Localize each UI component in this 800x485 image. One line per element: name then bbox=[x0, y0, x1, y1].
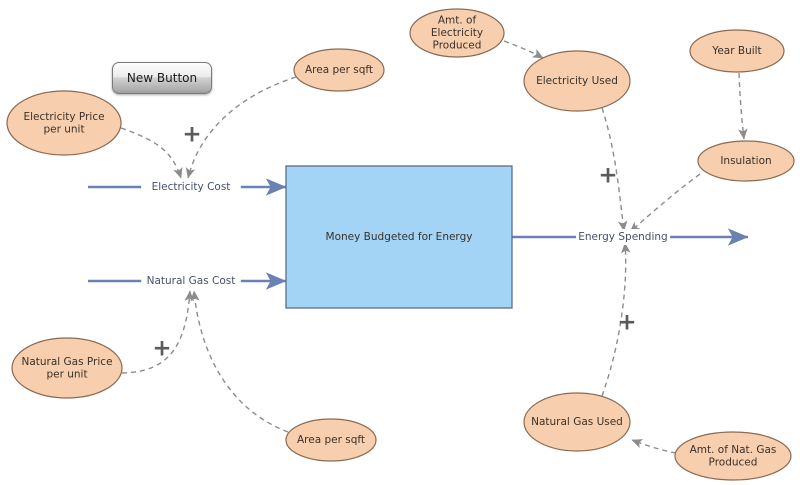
node-label-amt-of-electricity-produced: Electricity bbox=[431, 27, 483, 39]
node-label-natural-gas-price-per-unit: Natural Gas Price bbox=[21, 356, 112, 368]
influence-arrow-electricity-used-to-energy-spending[interactable] bbox=[601, 107, 628, 232]
influence-arrow-area-per-sqft-to-natural-gas-cost[interactable] bbox=[190, 290, 289, 433]
plus-natural-gas-used: + bbox=[617, 310, 636, 336]
node-area-per-sqft-top[interactable]: Area per sqft bbox=[293, 48, 385, 92]
flow-label-natural-gas-cost: Natural Gas Cost bbox=[147, 275, 236, 287]
flow-label-energy-spending: Energy Spending bbox=[578, 231, 667, 243]
process-node[interactable]: Money Budgeted for Energy bbox=[285, 165, 513, 309]
node-label-amt-of-electricity-produced: Produced bbox=[433, 40, 482, 52]
node-ellipse-amt-of-nat-gas-produced[interactable] bbox=[674, 431, 792, 481]
node-ellipse-amt-of-electricity-produced[interactable] bbox=[409, 8, 505, 58]
node-ellipse-natural-gas-price-per-unit[interactable] bbox=[11, 337, 123, 399]
node-label-area-per-sqft-bottom: Area per sqft bbox=[297, 434, 365, 446]
node-label-area-per-sqft-top: Area per sqft bbox=[305, 64, 373, 76]
flow-label-backdrop-electricity-cost bbox=[141, 179, 241, 195]
process-rectangle[interactable] bbox=[285, 165, 513, 309]
node-ellipse-year-built[interactable] bbox=[689, 29, 785, 73]
node-label-year-built: Year Built bbox=[711, 45, 761, 57]
influence-connections bbox=[120, 40, 748, 454]
influence-arrow-area-per-sqft-to-electricity-cost[interactable] bbox=[185, 76, 297, 179]
node-label-amt-of-electricity-produced: Amt. of bbox=[438, 15, 477, 27]
influence-arrow-natural-gas-used-to-energy-spending[interactable] bbox=[601, 242, 631, 397]
plus-electricity-used: + bbox=[598, 163, 617, 189]
plus-natural-gas-cost: + bbox=[152, 336, 171, 362]
influence-arrow-year-built-to-insulation[interactable] bbox=[738, 72, 748, 140]
flow-label-backdrop-energy-spending bbox=[576, 229, 670, 245]
node-area-per-sqft-bottom[interactable]: Area per sqft bbox=[285, 418, 377, 462]
node-ellipse-electricity-used[interactable] bbox=[523, 50, 631, 112]
node-ellipse-electricity-price-per-unit[interactable] bbox=[6, 90, 122, 156]
node-ellipse-area-per-sqft-bottom[interactable] bbox=[285, 418, 377, 462]
plus-signs: + + + + bbox=[152, 122, 636, 362]
plus-electricity-cost: + bbox=[182, 122, 201, 148]
node-label-amt-of-nat-gas-produced: Produced bbox=[709, 456, 758, 468]
node-ellipse-insulation[interactable] bbox=[697, 140, 795, 182]
flow-label-electricity-cost: Electricity Cost bbox=[152, 181, 231, 193]
node-label-amt-of-nat-gas-produced: Amt. of Nat. Gas bbox=[690, 444, 777, 456]
node-natural-gas-used[interactable]: Natural Gas Used bbox=[523, 392, 631, 452]
node-label-electricity-used: Electricity Used bbox=[536, 75, 618, 87]
node-insulation[interactable]: Insulation bbox=[697, 140, 795, 182]
influence-arrow-electricity-price-to-electricity-cost[interactable] bbox=[120, 127, 183, 179]
node-label-insulation: Insulation bbox=[720, 155, 771, 167]
new-button[interactable]: New Button bbox=[112, 62, 212, 94]
process-label: Money Budgeted for Energy bbox=[326, 231, 473, 243]
influence-arrow-amt-electricity-produced-to-electricity-used[interactable] bbox=[503, 40, 544, 59]
node-label-natural-gas-price-per-unit: per unit bbox=[46, 368, 87, 380]
node-ellipse-area-per-sqft-top[interactable] bbox=[293, 48, 385, 92]
node-label-electricity-price-per-unit: Electricity Price bbox=[23, 111, 104, 123]
node-electricity-used[interactable]: Electricity Used bbox=[523, 50, 631, 112]
node-ellipse-natural-gas-used[interactable] bbox=[523, 392, 631, 452]
influence-arrow-natural-gas-price-to-natural-gas-cost[interactable] bbox=[121, 290, 194, 374]
node-label-electricity-price-per-unit: per unit bbox=[43, 123, 84, 135]
influence-arrow-amt-nat-gas-produced-to-natural-gas-used[interactable] bbox=[631, 439, 677, 454]
node-label-natural-gas-used: Natural Gas Used bbox=[531, 416, 623, 428]
node-year-built[interactable]: Year Built bbox=[689, 29, 785, 73]
flow-label-backdrop-natural-gas-cost bbox=[141, 273, 241, 289]
influence-arrow-insulation-to-energy-spending[interactable] bbox=[629, 173, 701, 233]
